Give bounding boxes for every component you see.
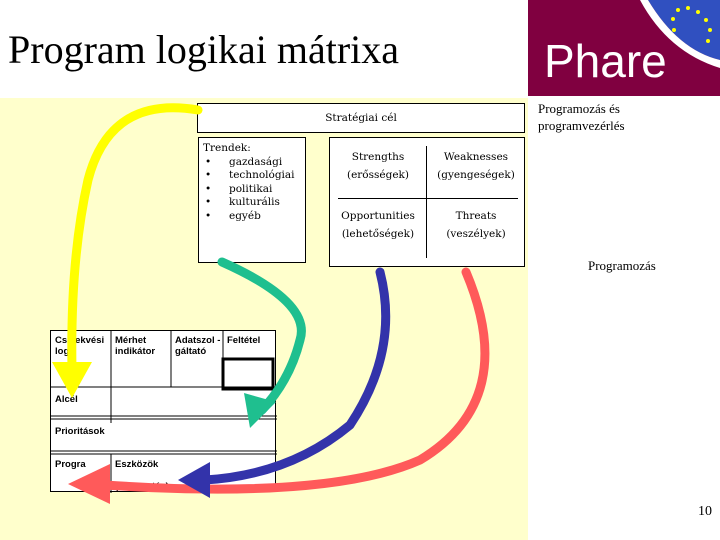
green-arrow-path (217, 257, 306, 415)
matrix-highlight-cell (221, 357, 275, 391)
matrix-header-source: Adatszol -gáltató (175, 335, 221, 357)
swot-strengths: Strengths (erősségek) (330, 151, 426, 182)
matrix-row-tools: Eszközök (115, 459, 159, 470)
matrix-header-condition: Feltétel (227, 335, 261, 346)
matrix-row-programme: Progra (55, 459, 86, 470)
label-programming-control: Programozás és programvezérlés (538, 101, 625, 133)
logo-graphic (640, 0, 720, 68)
swot-divider-horizontal (338, 198, 518, 199)
swot-threats-en: Threats (455, 210, 497, 222)
red-arrow-head (68, 464, 110, 504)
trends-box: Trendek: gazdasági technológiai politika… (198, 137, 306, 263)
matrix-header-logic: Cselekvési logi (55, 335, 105, 357)
list-item: politikai (203, 183, 305, 197)
swot-divider-vertical (426, 146, 427, 258)
swot-box: Strengths (erősségek) Weaknesses (gyenge… (329, 137, 525, 267)
blue-arrow-path (200, 267, 391, 485)
matrix-row-priorities: Prioritások (55, 426, 105, 437)
green-arrow-head (244, 393, 276, 428)
title-bar: Program logikai mátrixa (0, 0, 528, 98)
strategic-goal-label: Stratégiai cél (325, 112, 397, 124)
yellow-arrow-path (67, 103, 203, 375)
swot-threats: Threats (veszélyek) (426, 210, 526, 241)
page-number: 10 (698, 504, 712, 519)
logo-stars (671, 6, 712, 43)
swot-opportunities-hu: (lehetőségek) (341, 227, 415, 240)
swot-opportunities: Opportunities (lehetőségek) (330, 210, 426, 241)
swot-weaknesses-en: Weaknesses (443, 151, 509, 163)
logo-swoosh-shape (640, 0, 720, 68)
logo-text: Phare (544, 35, 667, 87)
swot-weaknesses: Weaknesses (gyengeségek) (426, 151, 526, 182)
list-item: gazdasági (203, 156, 305, 170)
swot-threats-hu: (veszélyek) (446, 227, 506, 240)
matrix-header-indicator: Mérhet indikátor (115, 335, 156, 357)
phare-logo: Phare (528, 0, 720, 96)
list-item: technológiai (203, 169, 305, 183)
red-arrow-path (100, 267, 490, 494)
logo-flag-shape (648, 0, 720, 60)
yellow-arrow-head (52, 362, 92, 398)
list-item: egyéb (203, 210, 305, 224)
matrix-row-subgoal: Alcél (55, 394, 78, 405)
label-programming: Programozás (588, 258, 656, 273)
swot-weaknesses-hu: (gyengeségek) (437, 168, 515, 181)
swot-strengths-hu: (erősségek) (346, 168, 410, 181)
swot-strengths-en: Strengths (351, 151, 405, 163)
trends-heading: Trendek: (203, 142, 251, 154)
list-item: kulturális (203, 196, 305, 210)
strategic-goal-box: Stratégiai cél (197, 103, 525, 133)
swot-opportunities-en: Opportunities (341, 210, 415, 222)
page-title: Program logikai mátrixa (8, 27, 400, 72)
trends-list: gazdasági technológiai politikai kulturá… (203, 156, 305, 224)
matrix-grid (51, 331, 277, 493)
logframe-matrix: Cselekvési logi Mérhet indikátor Adatszo… (50, 330, 277, 493)
blue-arrow-head (178, 462, 210, 498)
